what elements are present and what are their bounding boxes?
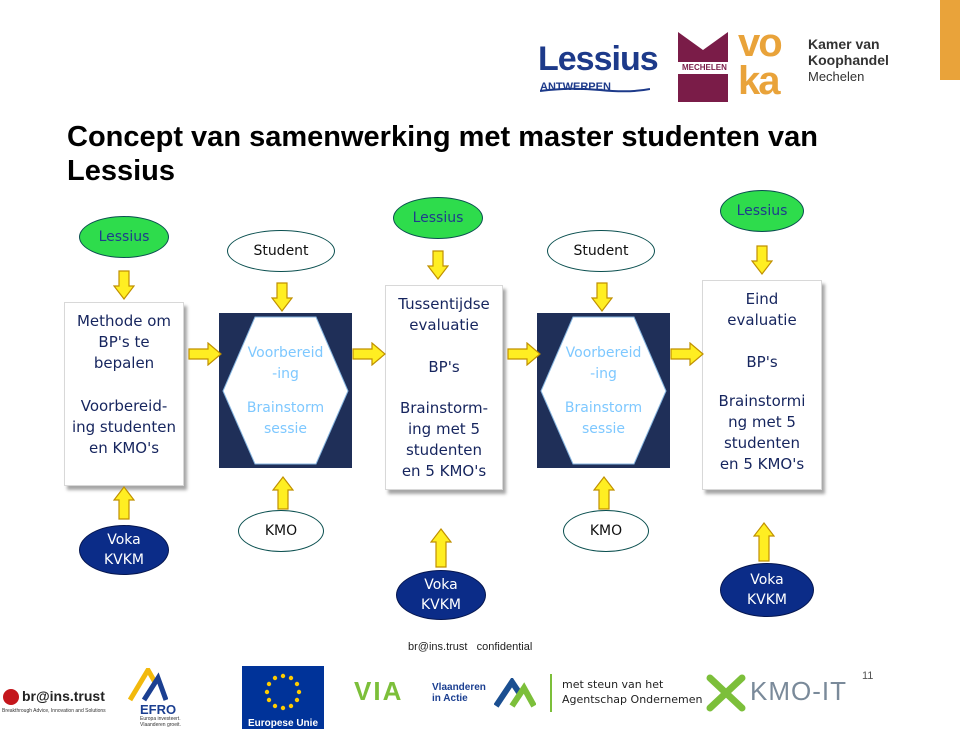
page-number: 11 — [862, 670, 874, 682]
hex-2-bottom: Brainstorm sessie — [564, 400, 643, 437]
corner-decoration — [940, 0, 960, 80]
oval-lessius-2: Lessius — [393, 197, 483, 239]
agentschap-logo: met steun van het Agentschap Ondernemen — [494, 672, 702, 716]
arrow-right-icon — [188, 342, 222, 366]
steun-line-1: met steun van het — [562, 678, 664, 691]
oval-kmo-1: KMO — [238, 510, 324, 552]
brains-trust-sub: Breakthrough Advice, Innovation and Solu… — [2, 708, 106, 714]
oval-lessius-3: Lessius — [720, 190, 804, 232]
oval-student-2: Student — [547, 230, 655, 272]
oval-kmo-1-label: KMO — [264, 523, 298, 539]
card-eind-top: Eind evaluatie — [727, 290, 797, 329]
eu-name: Europese Unie — [242, 718, 324, 729]
oval-voka-1: Voka KVKM — [79, 525, 169, 575]
hex-2-top: Voorbereid -ing — [565, 345, 642, 382]
hex-1-top: Voorbereid -ing — [247, 345, 324, 382]
hexagon-shape-icon — [540, 316, 667, 465]
oval-voka-1-label: Voka KVKM — [103, 532, 145, 568]
arrow-down-icon — [271, 282, 293, 312]
efro-sub-1: Europa investeert. — [140, 716, 181, 722]
voka-logo-text: vo ka — [738, 21, 783, 103]
mechelen-logo-text: MECHELEN — [682, 63, 727, 72]
eu-stars-icon — [242, 666, 324, 718]
card-eind-bottom: Brainstormi ng met 5 studenten en 5 KMO'… — [718, 392, 806, 473]
oval-voka-3-label: Voka KVKM — [746, 572, 788, 608]
mechelen-shield-icon — [678, 32, 728, 102]
brains-trust-swoosh-icon — [2, 688, 20, 706]
lessius-logo-city: ANTWERPEN — [540, 81, 611, 93]
oval-student-2-label: Student — [573, 243, 629, 259]
arrow-up-icon — [593, 476, 615, 510]
lessius-logo-name: Lessius — [538, 40, 659, 78]
arrow-up-icon — [272, 476, 294, 510]
oval-voka-3: Voka KVKM — [720, 563, 814, 617]
steun-line-2: Agentschap Ondernemen — [562, 693, 703, 706]
lessius-wave-icon — [539, 78, 651, 93]
card-tussentijdse-mid: BP's — [428, 358, 460, 376]
arrow-down-icon — [427, 250, 449, 280]
efro-logo: EFRO Europa investeert. Vlaanderen groei… — [116, 668, 216, 728]
hex-panel-2: Voorbereid -ing Brainstorm sessie — [537, 313, 670, 468]
kmo-it-cross-icon — [706, 674, 746, 712]
card-eind-mid: BP's — [746, 353, 778, 371]
card-methode-top: Methode om BP's te bepalen — [76, 312, 172, 372]
arrow-right-icon — [352, 342, 386, 366]
arrow-right-icon — [507, 342, 541, 366]
card-methode-bottom: Voorbereid- ing studenten en KMO's — [71, 397, 177, 457]
lessius-logo: Lessius ANTWERPEN — [538, 40, 659, 96]
oval-lessius-1-label: Lessius — [98, 229, 150, 245]
kamer-line-1: Kamer van — [808, 36, 880, 52]
oval-lessius-1: Lessius — [79, 216, 169, 258]
mechelen-logo: MECHELEN — [678, 32, 728, 102]
arrow-right-icon — [670, 342, 704, 366]
hexagon-shape-icon — [222, 316, 349, 465]
agentschap-triangle-icon — [494, 678, 536, 708]
efro-name: EFRO — [140, 702, 177, 717]
hex-panel-1: Voorbereid -ing Brainstorm sessie — [219, 313, 352, 468]
vlaanderen-line-1: Vlaanderen — [432, 682, 486, 693]
kamer-line-3: Mechelen — [808, 69, 865, 84]
arrow-down-icon — [591, 282, 613, 312]
arrow-down-icon — [751, 245, 773, 275]
oval-student-1-label: Student — [253, 243, 309, 259]
hex-1-bottom: Brainstorm sessie — [246, 400, 325, 437]
via-text: VIA — [354, 676, 404, 706]
confidential-footer: br@ins.trust confidential — [408, 641, 533, 653]
slide-title: Concept van samenwerking met master stud… — [67, 121, 818, 187]
card-methode: Methode om BP's te bepalen Voorbereid- i… — [64, 302, 184, 486]
kmo-it-logo: KMO-IT — [706, 670, 856, 716]
oval-voka-2: Voka KVKM — [396, 570, 486, 620]
oval-lessius-3-label: Lessius — [736, 203, 788, 219]
agentschap-divider — [550, 674, 552, 712]
efro-sub-2: Vlaanderen groeit. — [140, 722, 181, 728]
vlaanderen-line-2: in Actie — [432, 693, 468, 704]
kamer-van-koophandel-logo: Kamer van Koophandel Mechelen — [808, 36, 918, 92]
voka-logo: vo ka — [738, 23, 808, 102]
kmo-it-text: KMO-IT — [750, 676, 847, 706]
arrow-down-icon — [113, 270, 135, 300]
brains-trust-logo: br@ins.trust Breakthrough Advice, Innova… — [0, 686, 112, 726]
via-logo: VIA Vlaanderen in Actie — [354, 674, 494, 714]
arrow-up-icon — [753, 522, 775, 562]
brains-trust-name: br@ins.trust — [22, 688, 105, 704]
oval-student-1: Student — [227, 230, 335, 272]
eu-flag-logo: Europese Unie — [242, 666, 324, 730]
arrow-up-icon — [113, 486, 135, 520]
card-tussentijdse-top: Tussentijdse evaluatie — [398, 295, 490, 334]
oval-lessius-2-label: Lessius — [412, 210, 464, 226]
card-eind-evaluatie: Eind evaluatie BP's Brainstormi ng met 5… — [702, 280, 822, 490]
efro-star-icon — [128, 668, 168, 702]
kamer-line-2: Koophandel — [808, 52, 889, 68]
oval-voka-2-label: Voka KVKM — [420, 577, 462, 613]
arrow-up-icon — [430, 528, 452, 568]
oval-kmo-2: KMO — [563, 510, 649, 552]
oval-kmo-2-label: KMO — [589, 523, 623, 539]
card-tussentijdse: Tussentijdse evaluatie BP's Brainstorm- … — [385, 285, 503, 490]
card-tussentijdse-bottom: Brainstorm- ing met 5 studenten en 5 KMO… — [399, 399, 489, 480]
